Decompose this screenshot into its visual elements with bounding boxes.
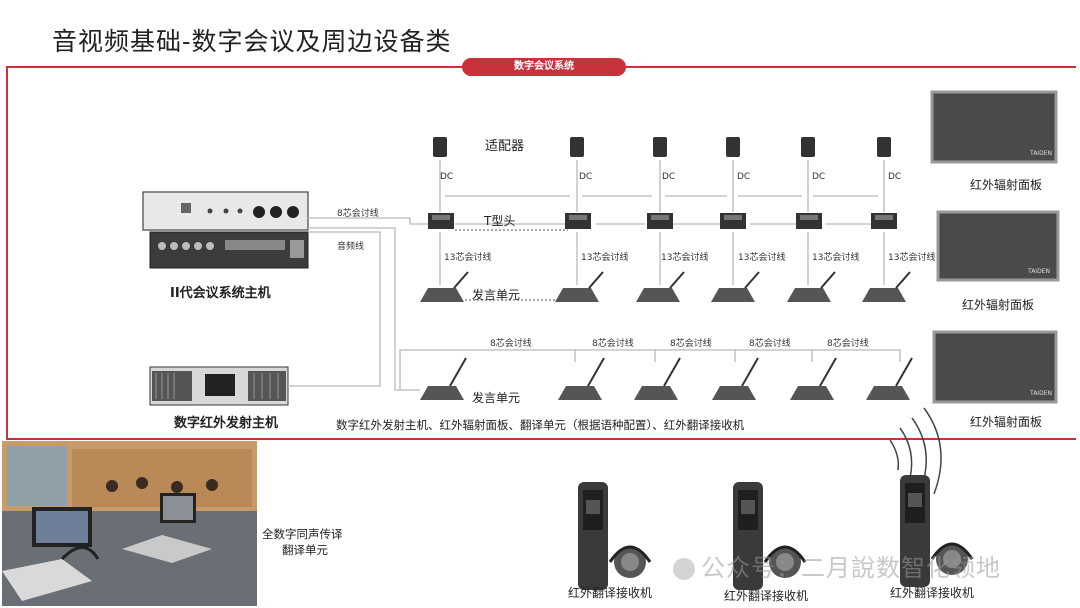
system-caption: 数字红外发射主机、红外辐射面板、翻译单元（根据语种配置）、红外翻译接收机 (336, 417, 744, 433)
speaker-unit-label-bottom: 发言单元 (472, 389, 520, 406)
watermark: 公众号：二月說数智化领地 (673, 548, 1001, 583)
dc-label: DC (440, 172, 453, 182)
dc-label: DC (737, 172, 750, 182)
dc-label: DC (812, 172, 825, 182)
host-unit-device (143, 192, 308, 268)
audio-cable-label: 音频线 (337, 239, 364, 252)
adapter-label: 适配器 (485, 135, 524, 154)
cable13-label: 13芯会讨线 (661, 250, 708, 263)
cable13-label: 13芯会讨线 (888, 250, 935, 263)
watermark-text: 公众号：二月說数智化领地 (701, 554, 1001, 582)
interpreter-label-line2: 翻译单元 (282, 542, 328, 558)
panel-brand: TAIDEN (1028, 268, 1050, 275)
dc-label: DC (579, 172, 592, 182)
speaker-unit-label-top: 发言单元 (472, 286, 520, 303)
cable8-label: 8芯会讨线 (749, 336, 791, 349)
t-head-label: T型头 (484, 212, 515, 229)
receiver-label: 红外翻译接收机 (724, 587, 808, 604)
interpreter-booth-photo (2, 441, 257, 606)
cable13-label: 13芯会讨线 (581, 250, 628, 263)
cable13-label: 13芯会讨线 (812, 250, 859, 263)
wechat-icon (673, 558, 695, 580)
dc-label: DC (662, 172, 675, 182)
transmitter-label: 数字红外发射主机 (174, 412, 278, 431)
transmitter-device (150, 367, 288, 405)
cable8-label: 8芯会讨线 (827, 336, 869, 349)
cable8-label: 8芯会讨线 (592, 336, 634, 349)
receiver-label: 红外翻译接收机 (890, 584, 974, 601)
panel-brand: TAIDEN (1030, 150, 1052, 157)
cable8-label: 8芯会讨线 (670, 336, 712, 349)
cable8-label: 8芯会讨线 (490, 336, 532, 349)
ir-panel-label: 红外辐射面板 (970, 413, 1042, 430)
receiver-label: 红外翻译接收机 (568, 584, 652, 601)
ir-panels (932, 92, 1058, 402)
cable13-label: 13芯会讨线 (738, 250, 785, 263)
interpreter-label-line1: 全数字同声传译 (262, 526, 343, 542)
dc-label: DC (888, 172, 901, 182)
host-label: II代会议系统主机 (170, 282, 271, 301)
host-cable-label: 8芯会讨线 (337, 206, 379, 219)
ir-panel-label: 红外辐射面板 (962, 296, 1034, 313)
cable13-label: 13芯会讨线 (444, 250, 491, 263)
panel-brand: TAIDEN (1030, 390, 1052, 397)
cable-lines (288, 160, 900, 390)
ir-panel-label: 红外辐射面板 (970, 176, 1042, 193)
